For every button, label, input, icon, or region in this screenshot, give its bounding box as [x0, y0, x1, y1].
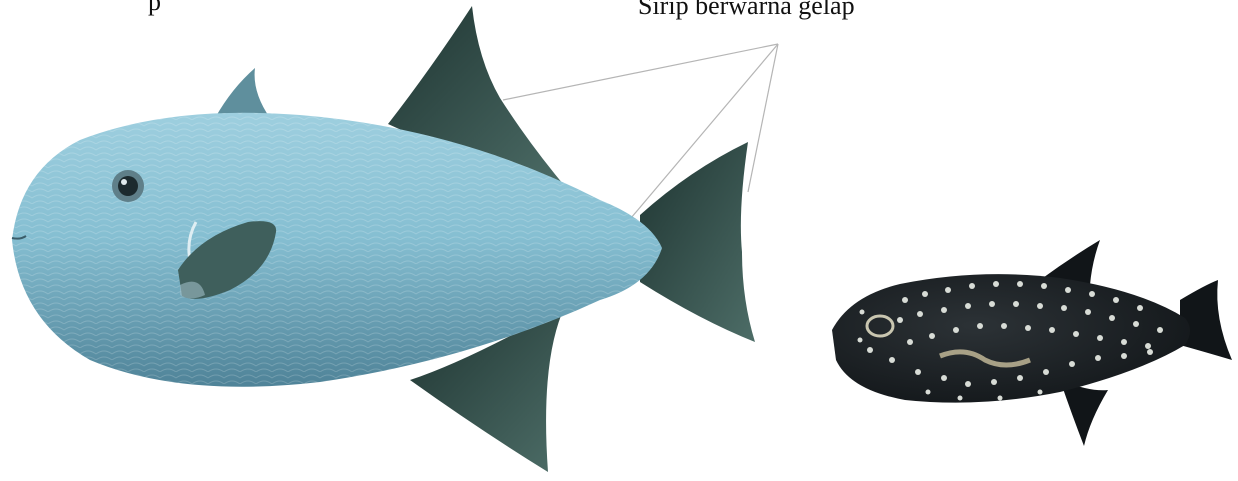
body-scales: [12, 113, 662, 387]
juvenile-body: [832, 274, 1190, 403]
leader-line-tail: [748, 44, 778, 192]
leader-line-dorsal: [503, 44, 778, 100]
juvenile-tail-fin: [1180, 280, 1232, 360]
juvenile-spotted-fish: [832, 240, 1232, 446]
dorsal-spine: [215, 68, 270, 118]
fin-annotation-label: Sirip berwarna gelap: [638, 0, 855, 19]
partial-label: p: [148, 0, 161, 15]
adult-triggerfish: [12, 6, 755, 472]
